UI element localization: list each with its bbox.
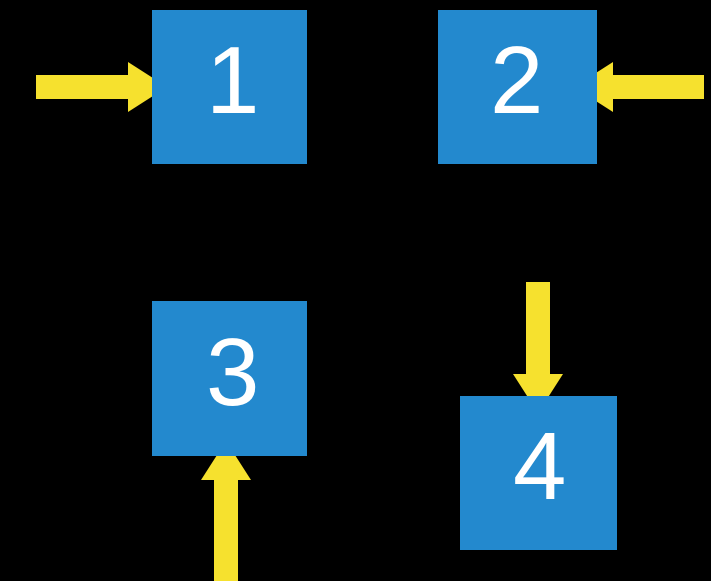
node-label-2: 2 (490, 27, 544, 134)
arrow-polygon (513, 282, 563, 413)
node-block-1[interactable] (152, 10, 307, 164)
node-label-4: 4 (513, 413, 567, 520)
node-label-1: 1 (206, 27, 260, 134)
node-block-4[interactable] (460, 396, 617, 550)
arrow-polygon (36, 62, 167, 112)
arrow-polygon (201, 441, 251, 581)
node-block-3[interactable] (152, 301, 307, 456)
arrow-polygon (574, 62, 704, 112)
node-label-3: 3 (206, 319, 260, 426)
node-block-2[interactable] (438, 10, 597, 164)
